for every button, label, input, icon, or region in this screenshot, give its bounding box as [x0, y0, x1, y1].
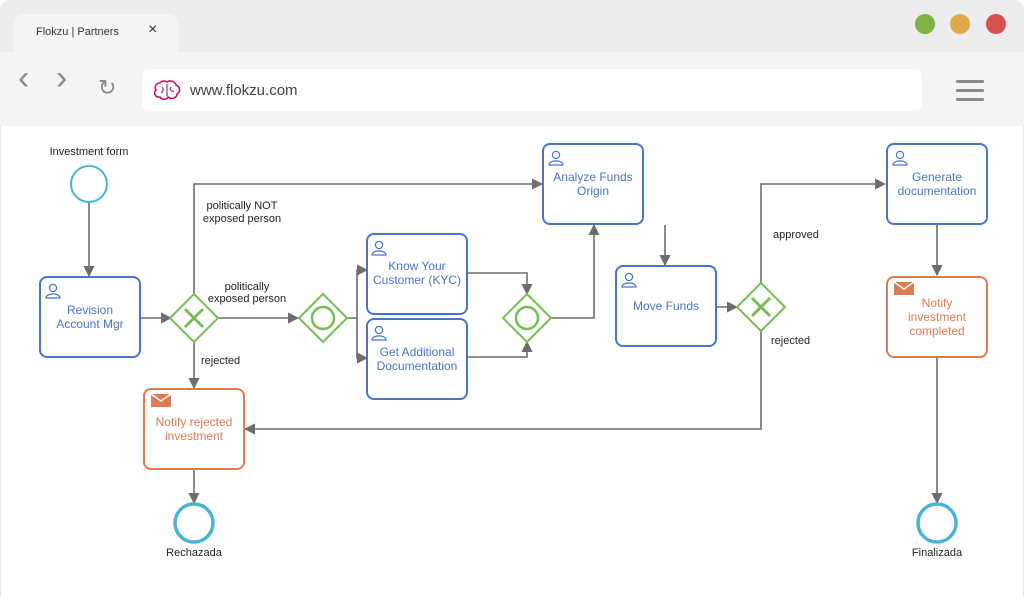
end-event-rejected[interactable] [173, 502, 215, 544]
window-maximize-dot[interactable] [950, 14, 970, 34]
task-label: Account Mgr [56, 317, 123, 331]
brain-logo-icon [153, 80, 181, 101]
end-event-finished-label: Finalizada [912, 547, 963, 559]
task-notify-investment-completed[interactable]: Notify investment completed [886, 276, 988, 358]
menu-icon[interactable] [956, 80, 984, 102]
task-label: investment [165, 429, 224, 443]
task-know-your-customer[interactable]: Know Your Customer (KYC) [366, 233, 468, 315]
window-close-dot[interactable] [986, 14, 1006, 34]
flow-label-rejected: rejected [201, 355, 240, 367]
sequence-flows [83, 178, 943, 505]
exclusive-gateway-exposure[interactable] [168, 292, 220, 344]
end-event-rejected-label: Rechazada [166, 547, 223, 559]
task-label: Move Funds [633, 299, 699, 313]
task-label: Notify [922, 296, 953, 310]
task-notify-rejected-investment[interactable]: Notify rejected investment [143, 388, 245, 470]
task-label: Analyze Funds [553, 170, 632, 184]
tab-title: Flokzu | Partners [36, 26, 119, 38]
flow-split-to-additional [356, 318, 369, 364]
flow-join-to-analyze [551, 223, 600, 319]
forward-icon[interactable]: › [56, 59, 68, 97]
flow-split-to-kyc [347, 264, 369, 319]
url-text: www.flokzu.com [190, 82, 298, 99]
reload-icon[interactable]: ↻ [98, 75, 117, 100]
flow-additional-to-join [467, 340, 533, 358]
task-label: Revision [67, 303, 113, 317]
flow-label-approved: approved [773, 229, 819, 241]
flow-kyc-to-join [467, 272, 533, 296]
flow-rejected-2 [243, 331, 762, 435]
flow-approved [760, 178, 887, 283]
flow-label-exposed: politically [225, 281, 270, 293]
flow-label-rejected: rejected [771, 335, 810, 347]
parallel-gateway-split[interactable] [297, 292, 349, 344]
diagram-canvas: Investment form Rechazada Finalizada [0, 126, 1024, 596]
exclusive-gateway-approval[interactable] [735, 281, 787, 333]
task-label: Documentation [377, 359, 458, 373]
task-label: Get Additional [380, 345, 455, 359]
flow-not-exposed [193, 178, 544, 294]
browser-titlebar: Flokzu | Partners × [0, 0, 1024, 52]
task-label: Know Your [388, 259, 445, 273]
window-minimize-dot[interactable] [915, 14, 935, 34]
browser-tab[interactable]: Flokzu | Partners × [14, 14, 178, 52]
task-label: Notify rejected [156, 415, 233, 429]
start-event[interactable] [70, 165, 108, 203]
task-label: documentation [898, 184, 977, 198]
bpmn-diagram: Investment form Rechazada Finalizada [39, 143, 988, 559]
task-generate-documentation[interactable]: Generate documentation [886, 143, 988, 225]
task-label: completed [909, 324, 964, 338]
task-label: Generate [912, 170, 962, 184]
back-icon[interactable]: ‹ [18, 59, 30, 97]
start-event-label: Investment form [50, 146, 129, 158]
task-label: Customer (KYC) [373, 273, 461, 287]
flow-label-exposed: exposed person [208, 293, 286, 305]
task-get-additional-documentation[interactable]: Get Additional Documentation [366, 318, 468, 400]
task-revision-account-mgr[interactable]: Revision Account Mgr [39, 276, 141, 358]
tab-close-icon[interactable]: × [148, 21, 158, 38]
task-label: Origin [577, 184, 609, 198]
flow-label-not-exposed: politically NOT [207, 200, 278, 212]
task-analyze-funds-origin[interactable]: Analyze Funds Origin [542, 143, 644, 225]
parallel-gateway-join[interactable] [501, 292, 553, 344]
address-bar[interactable]: www.flokzu.com [142, 69, 922, 111]
flow-label-not-exposed: exposed person [203, 213, 281, 225]
task-move-funds[interactable]: Move Funds [615, 265, 717, 347]
end-event-finished[interactable] [916, 502, 958, 544]
task-label: investment [908, 310, 967, 324]
